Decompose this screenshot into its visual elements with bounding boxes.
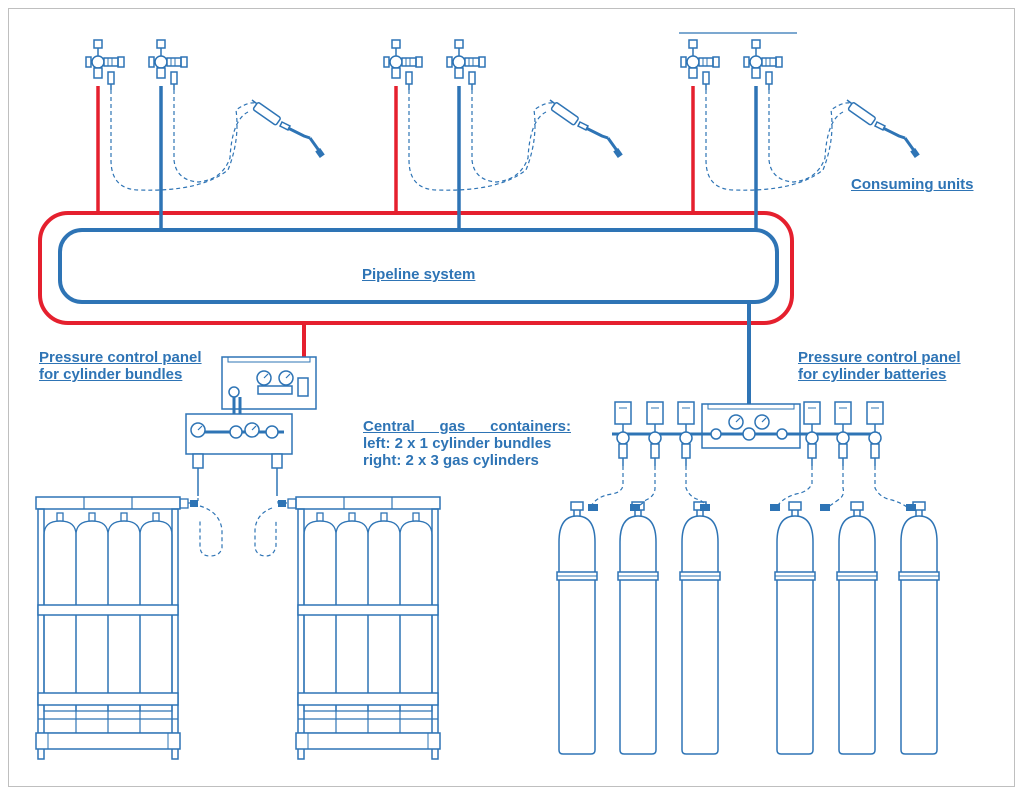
cylinder-bundle-icon [36, 497, 440, 759]
label-pressure-panel-bundles: Pressure control panel for cylinder bund… [39, 349, 202, 383]
gas-cylinder-icon [556, 501, 940, 755]
pressure-control-panel-batteries [612, 302, 884, 467]
label-pressure-panel-batteries: Pressure control panel for cylinder batt… [798, 349, 961, 383]
pipeline-red-loop [38, 211, 794, 325]
label-line: right: 2 x 3 gas cylinders [363, 452, 539, 469]
label-line: Pressure control panel [39, 349, 202, 366]
welding-torch-icon [250, 98, 922, 160]
label-consuming-units: Consuming units [851, 176, 974, 193]
label-pipeline-system: Pipeline system [362, 266, 476, 283]
pressure-control-panel-bundles [185, 323, 317, 496]
label-line: for cylinder batteries [798, 366, 947, 383]
torch-hoses [110, 90, 854, 191]
label-line: for cylinder bundles [39, 366, 183, 383]
label-line: Pressure control panel [798, 349, 961, 366]
consumer-drops [96, 86, 758, 230]
valve-icon [85, 39, 783, 91]
pressure-gauge-icon [256, 370, 272, 386]
label-central-gas-containers: Central gas containers: left: 2 x 1 cyli… [363, 418, 571, 469]
label-line: left: 2 x 1 cylinder bundles [363, 435, 552, 452]
pipeline-blue-loop [58, 228, 779, 304]
label-title: Central gas containers: [363, 418, 571, 435]
